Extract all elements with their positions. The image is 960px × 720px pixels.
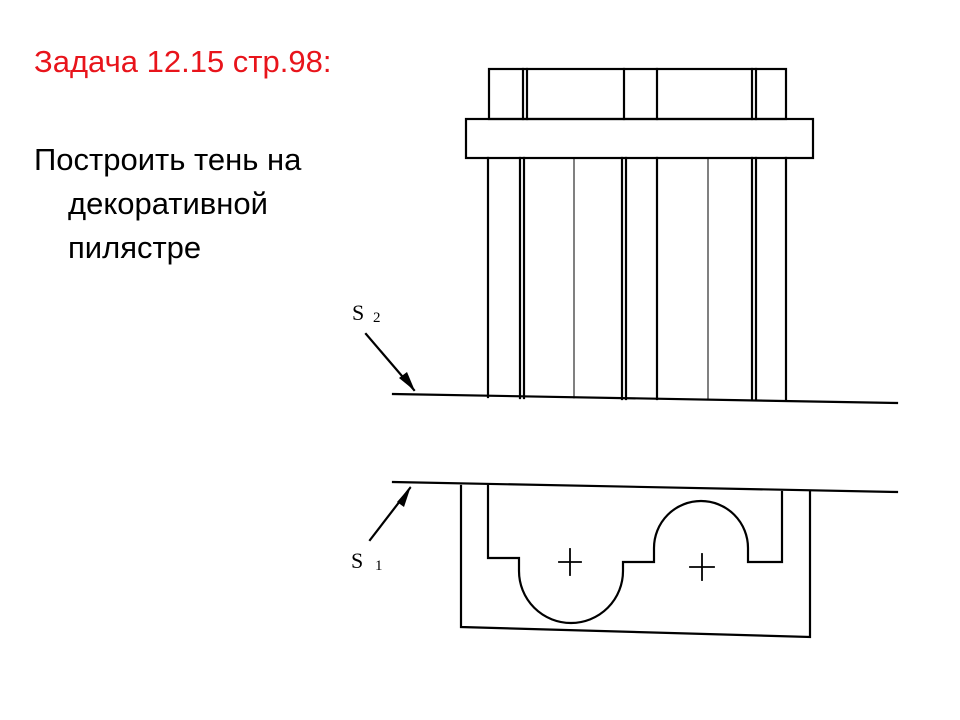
capital-top-band — [487, 67, 788, 121]
label-s2-letter: S — [352, 300, 364, 325]
shaft-profile — [486, 484, 784, 625]
task-title: Задача 12.15 стр.98: — [34, 44, 332, 79]
abacus-band — [464, 117, 815, 160]
arrow-s2-head — [399, 372, 415, 391]
label-s2-index: 2 — [373, 310, 381, 326]
pilaster-elevation — [391, 67, 899, 405]
arrow-s1-head — [397, 486, 411, 507]
task-text: Построить тень на декоративной пилястре — [34, 142, 302, 265]
base-outline — [459, 484, 812, 639]
label-s1-index: 1 — [375, 558, 383, 574]
pilaster-plan — [391, 480, 899, 639]
label-s1-letter: S — [351, 548, 363, 573]
center-mark — [558, 548, 582, 576]
center-mark — [689, 553, 715, 581]
wall-line-plan — [391, 480, 899, 494]
wall-line-front — [391, 392, 899, 405]
